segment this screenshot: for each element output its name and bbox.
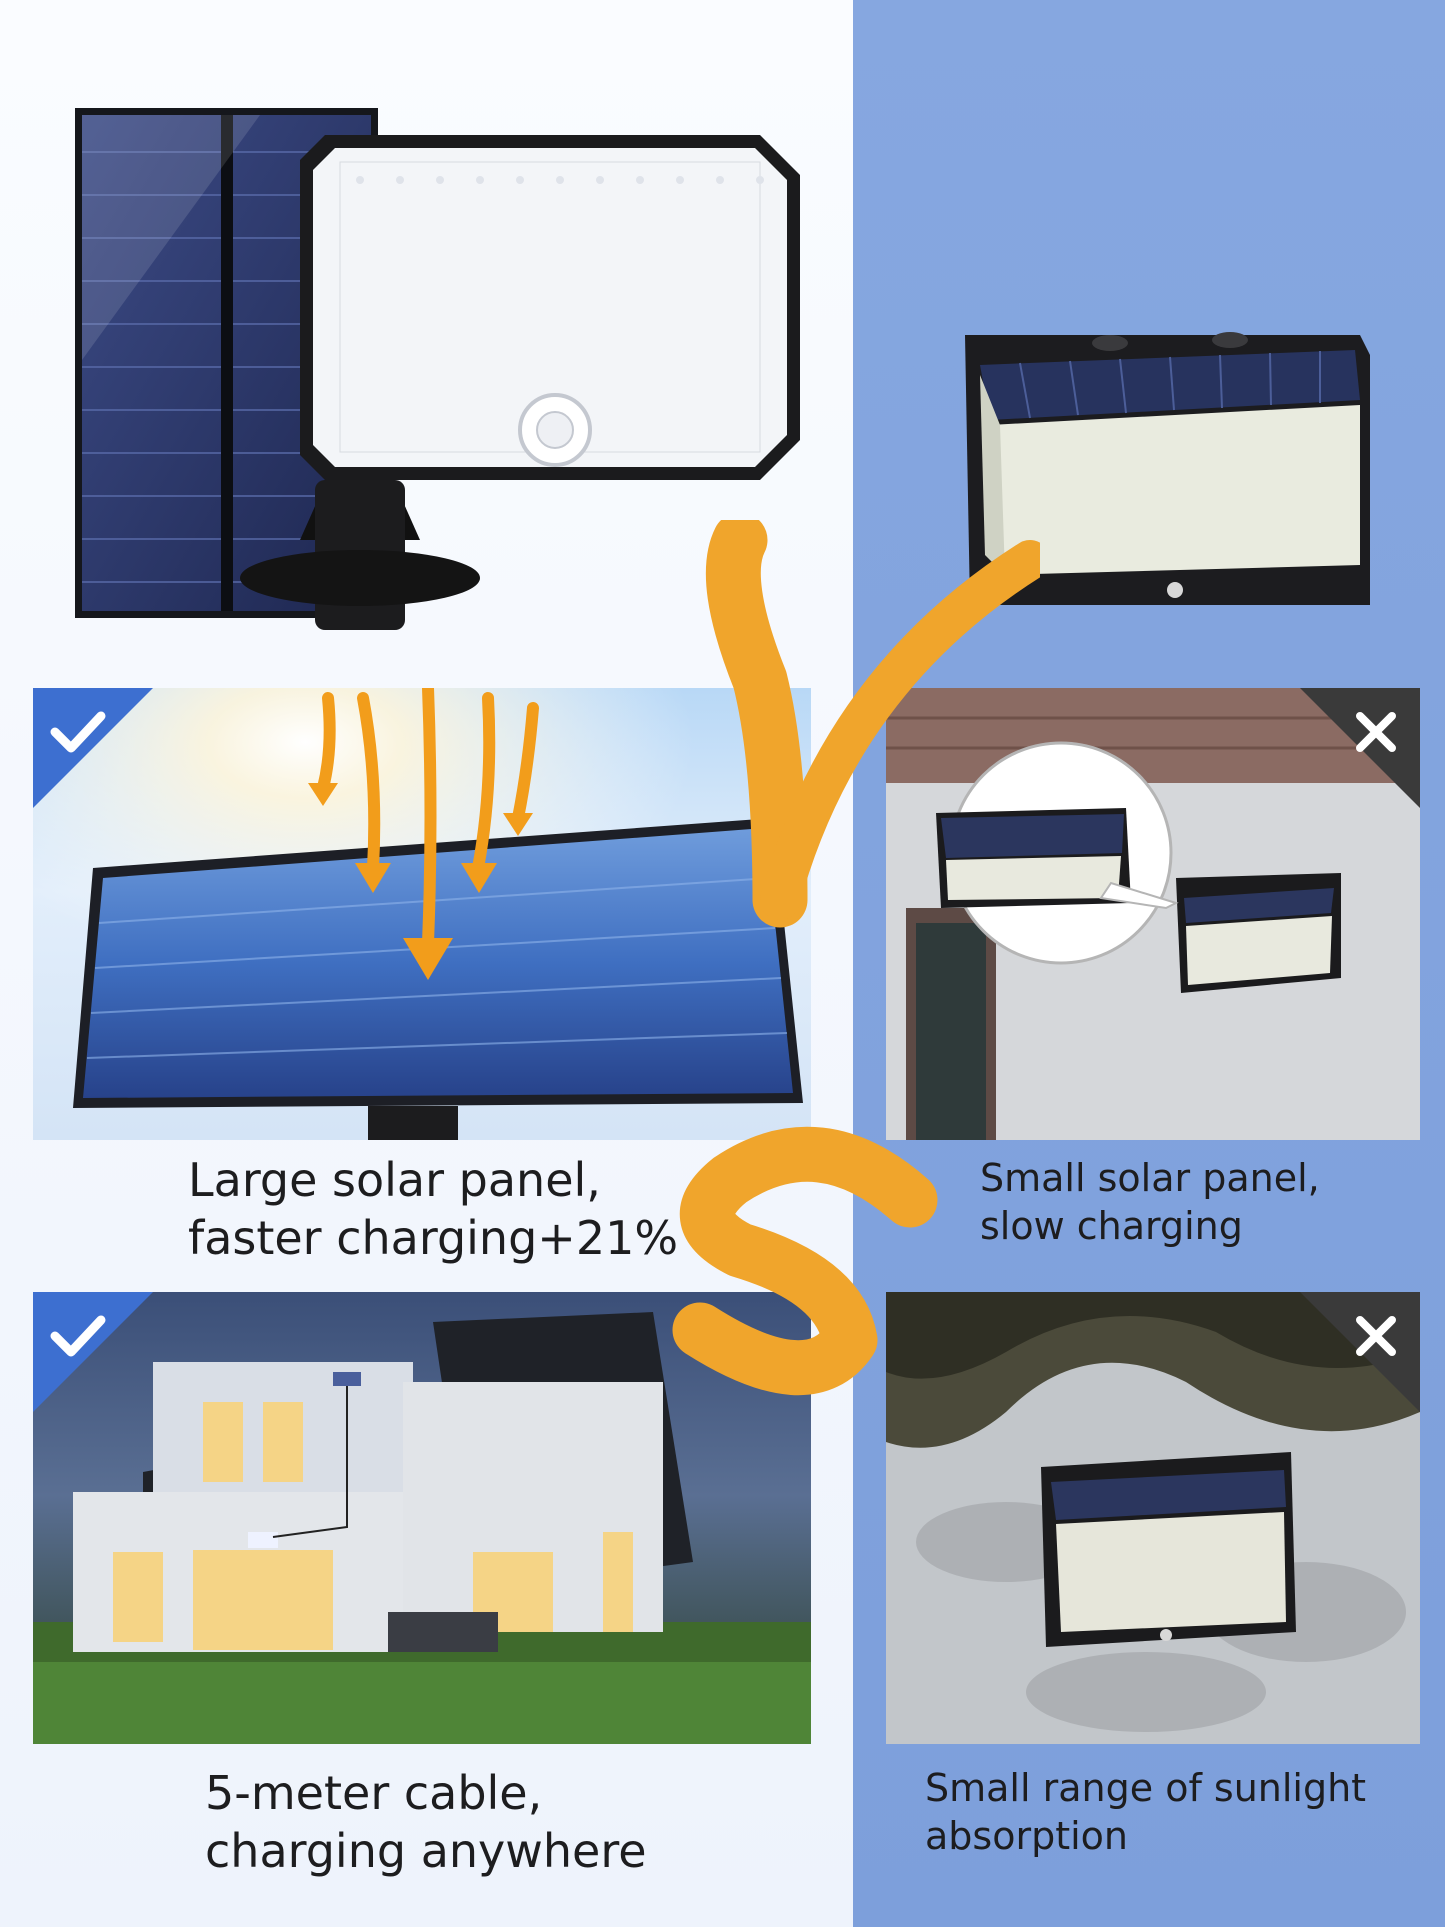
good-caption-1: Large solar panel, faster charging+21% bbox=[188, 1153, 679, 1265]
check-mark-icon bbox=[50, 711, 106, 753]
small-solar-panel-wall-image bbox=[886, 688, 1420, 1140]
product-split-light-image bbox=[60, 100, 820, 640]
large-solar-panel-image bbox=[33, 688, 811, 1140]
x-mark-icon bbox=[1356, 712, 1396, 752]
x-mark-icon bbox=[1356, 1316, 1396, 1356]
check-mark-icon bbox=[50, 1315, 106, 1357]
vs-brush-mark: VS bbox=[620, 520, 1040, 1396]
bad-caption-1: Small solar panel, slow charging bbox=[980, 1156, 1320, 1248]
good-badge bbox=[33, 688, 153, 808]
vs-label: VS bbox=[620, 520, 622, 521]
good-caption-2: 5-meter cable, charging anywhere bbox=[205, 1766, 647, 1878]
house-dusk-cable-image bbox=[33, 1292, 811, 1744]
good-badge bbox=[33, 1292, 153, 1412]
bad-caption-2: Small range of sunlight absorption bbox=[925, 1766, 1367, 1858]
product-integrated-wall-light-image bbox=[960, 325, 1380, 625]
shaded-wall-light-image bbox=[886, 1292, 1420, 1744]
